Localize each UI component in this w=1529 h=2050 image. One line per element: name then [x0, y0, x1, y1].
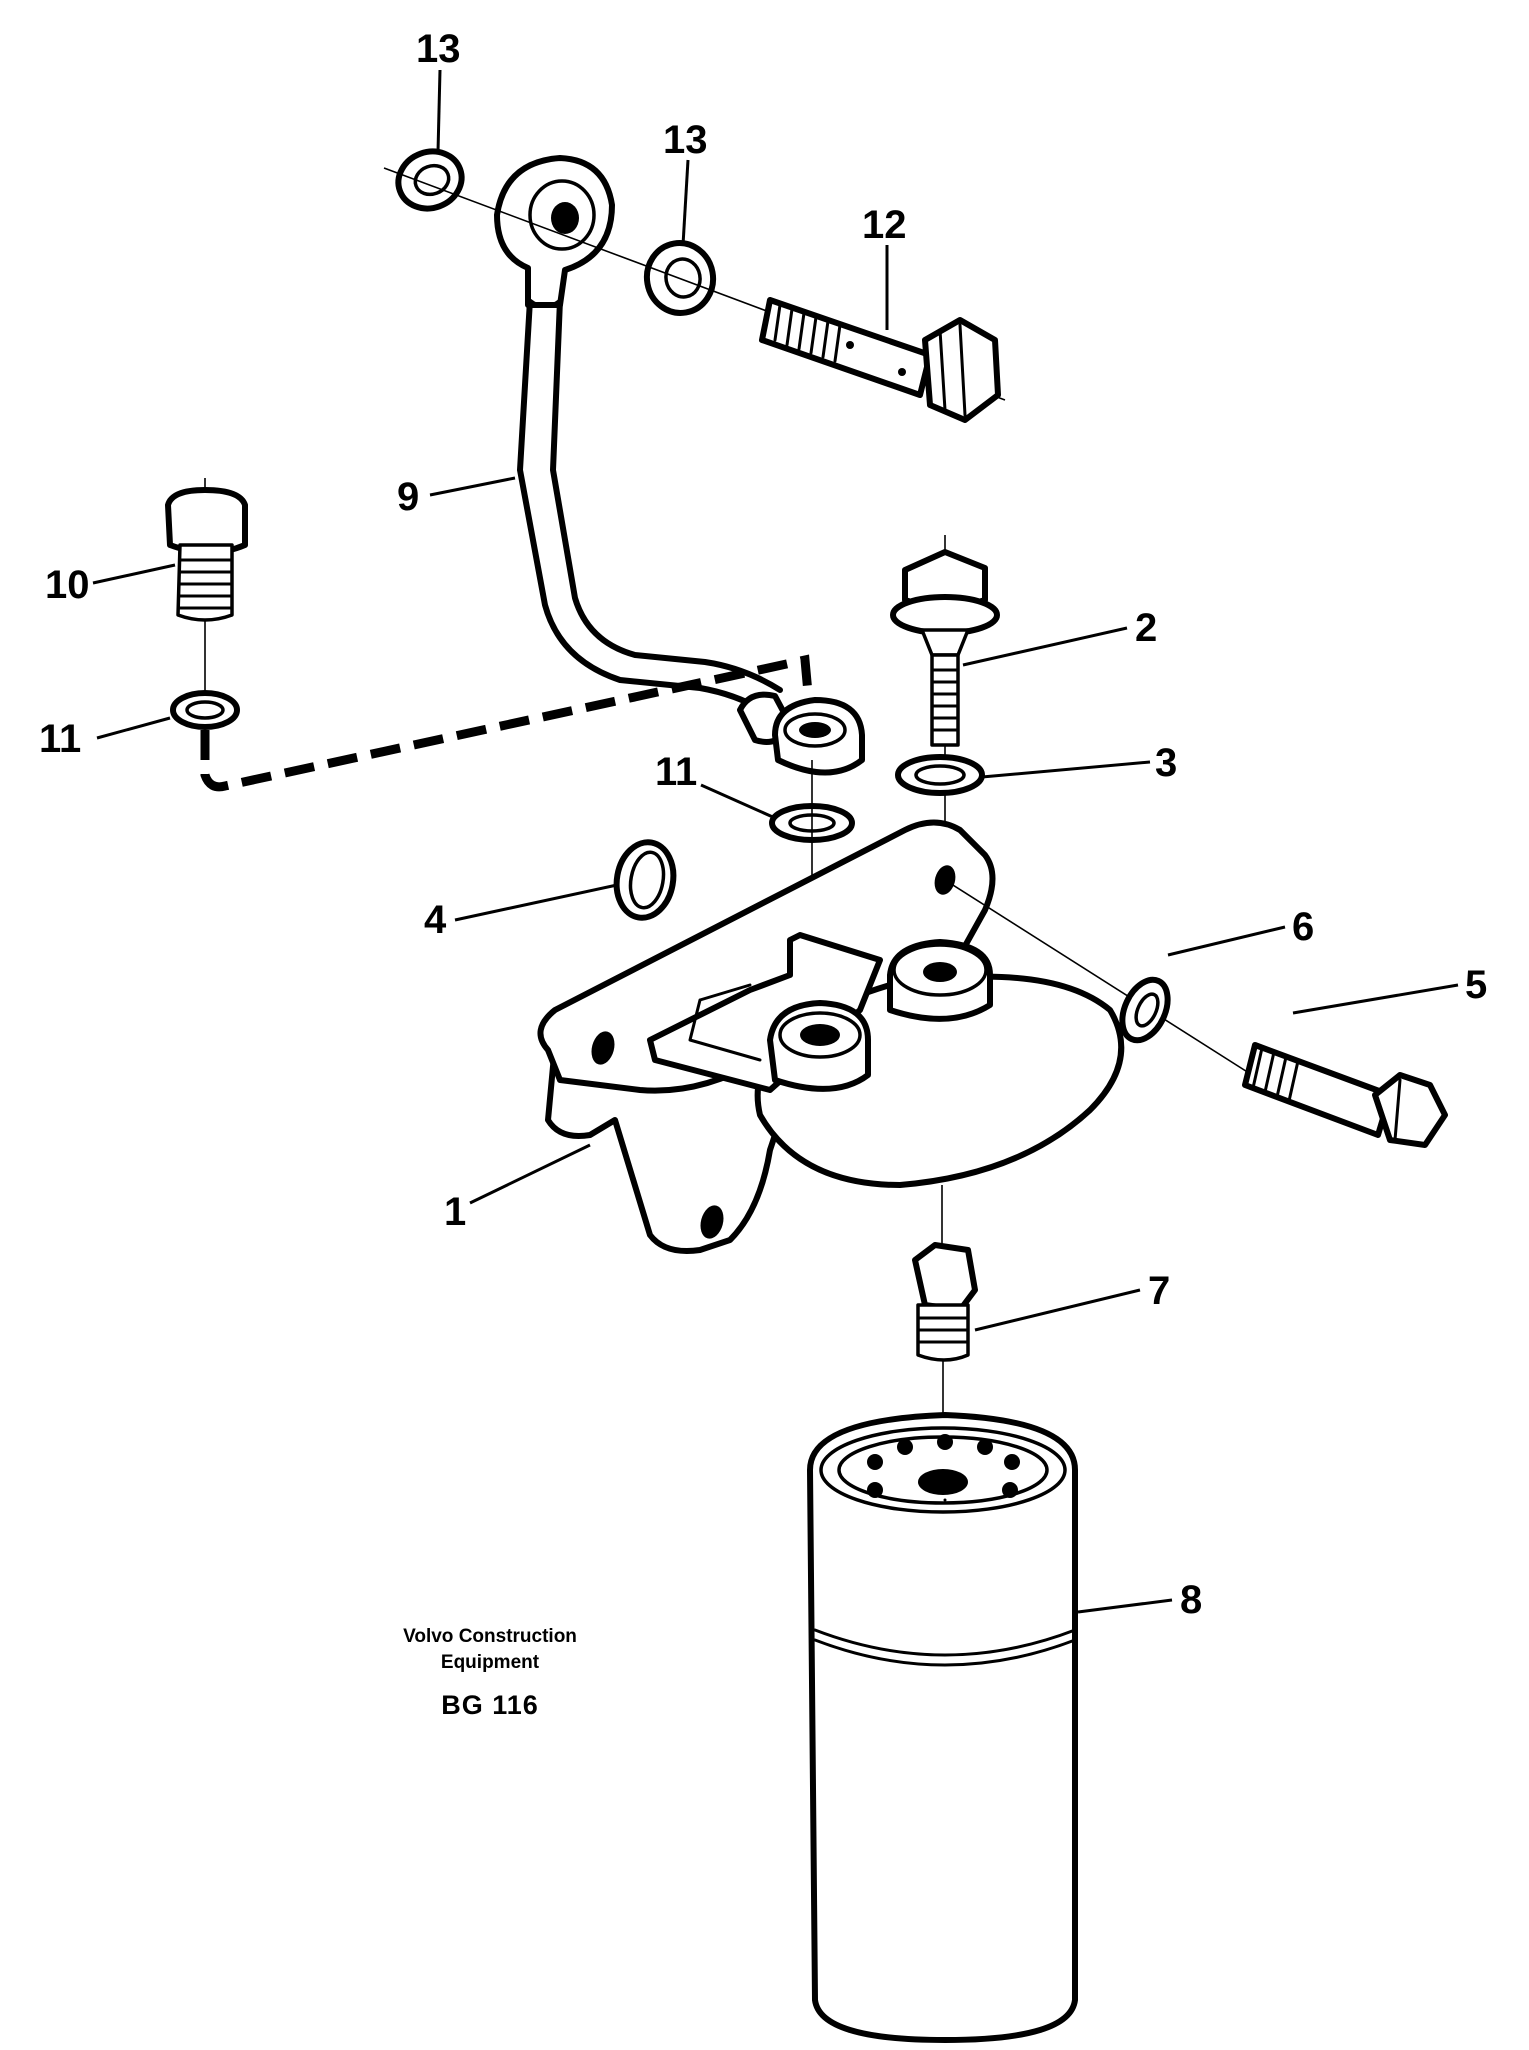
callout-7: 7 [1148, 1269, 1170, 1313]
callout-4: 4 [424, 898, 447, 942]
callout-1: 1 [444, 1190, 466, 1234]
washer-part-6 [1119, 976, 1171, 1044]
manufacturer-caption: Volvo Construction Equipment BG 116 [340, 1624, 640, 1721]
figure-code: BG 116 [441, 1690, 539, 1720]
caption-manufacturer-line1: Volvo Construction [403, 1626, 577, 1647]
callout-8: 8 [1180, 1578, 1202, 1622]
callout-5: 5 [1465, 963, 1487, 1007]
caption-manufacturer-line2: Equipment [440, 1652, 540, 1673]
callout-13-top-left: 13 [416, 27, 461, 71]
washer-part-3 [895, 754, 985, 796]
callout-2: 2 [1135, 606, 1157, 650]
bolt-part-5 [1242, 1042, 1448, 1148]
washer-part-11-left [170, 690, 240, 730]
callout-10: 10 [45, 563, 90, 607]
callout-labels: 13 13 12 9 10 11 2 3 11 4 6 5 1 7 8 [39, 27, 1487, 1622]
nipple-part-7 [912, 1185, 978, 1470]
callout-11-left: 11 [39, 717, 81, 761]
callout-11-middle: 11 [655, 750, 697, 794]
o-ring-part-4 [613, 839, 677, 921]
plug-part-10 [165, 478, 248, 700]
callout-3: 3 [1155, 741, 1177, 785]
washer-part-13-left [395, 148, 465, 212]
callout-12: 12 [862, 203, 907, 247]
oil-filter-part-8 [807, 1412, 1078, 2043]
callout-13-top-right: 13 [663, 118, 708, 162]
pipe-banjo-fitting [772, 697, 865, 776]
bolt-part-2 [890, 535, 1000, 950]
banjo-bolt-part-12 [759, 297, 1001, 423]
oil-pipe-part-9 [494, 155, 793, 745]
leader-lines [92, 69, 1459, 1614]
callout-6: 6 [1292, 905, 1314, 949]
filter-head-part-1 [537, 819, 1125, 1254]
callout-9: 9 [397, 475, 419, 519]
